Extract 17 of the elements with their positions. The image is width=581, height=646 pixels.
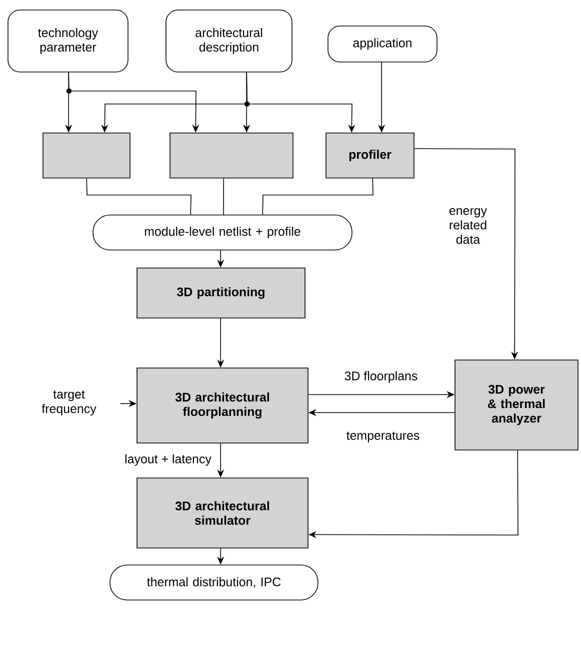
edge-label: 3D floorplans — [343, 370, 419, 384]
edge-label: energy related data — [441, 207, 495, 245]
data-box: thermal distribution, IPC — [110, 564, 318, 600]
process-box: profiler — [326, 132, 414, 178]
input-label: target frequency — [42, 390, 96, 416]
process-box: 3D partitioning — [136, 268, 306, 318]
process-box: 3D architectural simulator — [136, 478, 308, 548]
edge-label: layout + latency — [124, 453, 212, 467]
input-box: technology parameter — [8, 10, 128, 72]
input-box: architectural description — [166, 10, 292, 72]
edge-label: temperatures — [345, 430, 421, 444]
process-box: 3D power & thermal analyzer — [454, 360, 578, 450]
process-box: 3D architectural floorplanning — [136, 368, 308, 444]
data-box: module-level netlist + profile — [92, 214, 352, 250]
process-box — [42, 132, 130, 178]
process-box — [170, 132, 294, 178]
input-box: application — [328, 26, 438, 62]
